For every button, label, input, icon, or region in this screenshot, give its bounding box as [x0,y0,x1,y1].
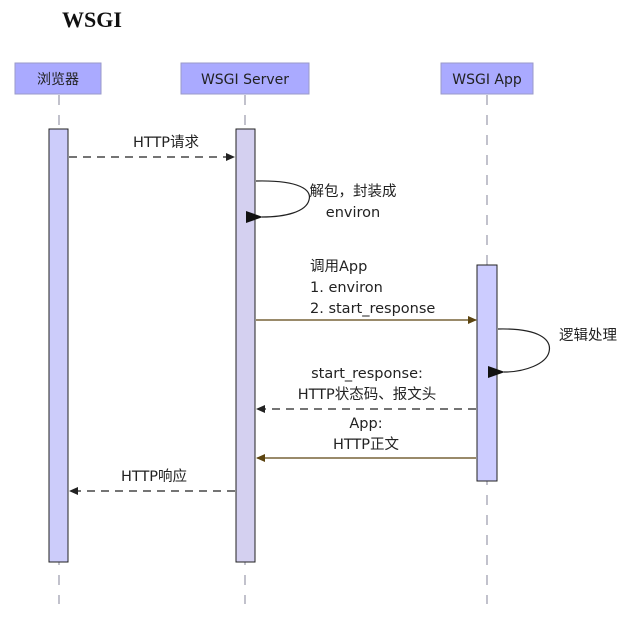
participant-app-label: WSGI App [452,72,522,88]
message-http-body: App: HTTP正文 [256,416,476,462]
label-unpack-line2: environ [326,205,380,221]
participant-browser[interactable]: 浏览器 [14,62,102,95]
label-start-response-line2: HTTP状态码、报文头 [298,386,437,403]
message-start-response: start_response: HTTP状态码、报文头 [256,366,476,413]
diagram-title: WSGI [62,7,122,32]
label-http-body-line1: App: [349,416,382,432]
label-http-response: HTTP响应 [121,467,187,485]
label-http-body-line2: HTTP正文 [333,436,400,453]
activation-server [235,128,256,563]
message-http-request: HTTP请求 [69,134,235,161]
label-logic: 逻辑处理 [559,327,617,344]
label-start-response-line1: start_response: [311,366,423,382]
participant-server-label: WSGI Server [201,72,289,88]
participant-app[interactable]: WSGI App [440,62,534,95]
participant-browser-label: 浏览器 [37,72,79,88]
participant-server[interactable]: WSGI Server [180,62,310,95]
self-arrow-server [245,180,311,224]
message-unpack-environ: 解包，封装成 environ [245,180,397,224]
label-call-app-line3: 2. start_response [310,301,435,317]
label-unpack-line1: 解包，封装成 [310,183,397,200]
label-call-app-line1: 调用App [310,258,367,275]
label-http-request: HTTP请求 [133,134,200,151]
self-arrow-app [487,328,551,379]
activation-app [476,264,498,482]
message-logic: 逻辑处理 [487,327,617,379]
message-call-app: 调用App 1. environ 2. start_response [256,258,477,324]
message-http-response: HTTP响应 [69,467,235,495]
label-call-app-line2: 1. environ [310,280,383,296]
activation-browser [48,128,69,563]
